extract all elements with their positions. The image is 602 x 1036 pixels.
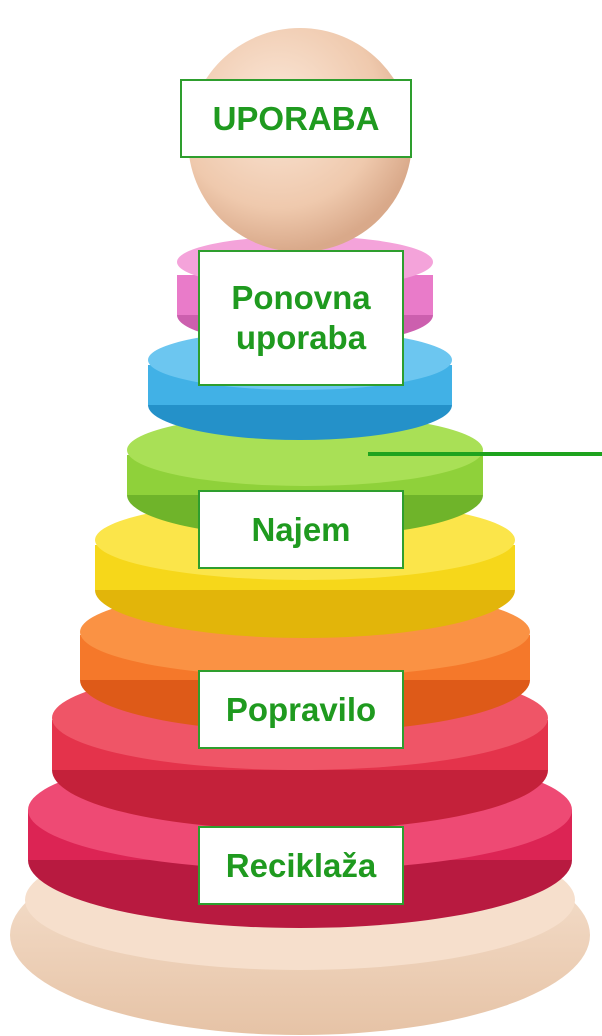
label-popravilo: Popravilo <box>198 670 404 749</box>
label-ponovna-uporaba: Ponovna uporaba <box>198 250 404 386</box>
label-najem: Najem <box>198 490 404 569</box>
pointer-line <box>368 452 602 456</box>
label-reciklaza: Reciklaža <box>198 826 404 905</box>
label-uporaba: UPORABA <box>180 79 412 158</box>
